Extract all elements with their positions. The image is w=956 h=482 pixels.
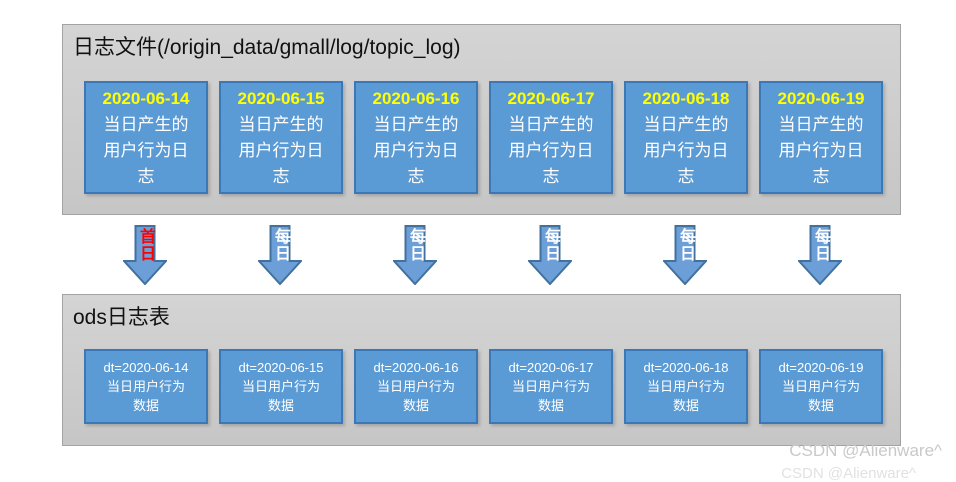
down-arrow-icon — [528, 225, 572, 285]
ods-partition-key: dt=2020-06-15 — [238, 360, 324, 375]
log-file-date: 2020-06-18 — [642, 89, 730, 108]
daily-arrow: 每日 — [393, 225, 437, 285]
ods-table-title: ods日志表 — [73, 306, 170, 329]
down-arrow-icon — [663, 225, 707, 285]
log-file-date: 2020-06-16 — [372, 89, 460, 108]
watermark: CSDN @Alienware^ — [789, 441, 942, 460]
ods-partition-description: 当日用户行为 数据 — [646, 379, 725, 413]
log-file-date: 2020-06-17 — [507, 89, 595, 108]
ods-partition-description: 当日用户行为 数据 — [511, 379, 590, 413]
log-files-title: 日志文件(/origin_data/gmall/log/topic_log) — [73, 36, 461, 59]
daily-arrow: 每日 — [798, 225, 842, 285]
log-file-description: 当日产生的 用户行为日 志 — [643, 115, 729, 186]
ods-table-container: ods日志表 dt=2020-06-14 当日用户行为 数据 dt=2020-0… — [62, 294, 901, 446]
ods-partition-box-2020-06-16: dt=2020-06-16 当日用户行为 数据 — [354, 349, 478, 424]
log-file-box-2020-06-14: 2020-06-14 当日产生的 用户行为日 志 — [84, 81, 208, 194]
ods-partition-description: 当日用户行为 数据 — [241, 379, 320, 413]
ods-partition-box-2020-06-18: dt=2020-06-18 当日用户行为 数据 — [624, 349, 748, 424]
first-day-arrow: 首日 — [123, 225, 167, 285]
down-arrow-icon — [798, 225, 842, 285]
ods-partition-key: dt=2020-06-19 — [778, 360, 864, 375]
log-file-box-2020-06-17: 2020-06-17 当日产生的 用户行为日 志 — [489, 81, 613, 194]
log-file-description: 当日产生的 用户行为日 志 — [373, 115, 459, 186]
log-file-description: 当日产生的 用户行为日 志 — [778, 115, 864, 186]
ods-partition-key: dt=2020-06-16 — [373, 360, 459, 375]
down-arrow-icon — [123, 225, 167, 285]
daily-arrow: 每日 — [258, 225, 302, 285]
log-files-container: 日志文件(/origin_data/gmall/log/topic_log) 2… — [62, 24, 901, 215]
log-file-description: 当日产生的 用户行为日 志 — [238, 115, 324, 186]
log-file-box-2020-06-16: 2020-06-16 当日产生的 用户行为日 志 — [354, 81, 478, 194]
log-file-date: 2020-06-19 — [777, 89, 865, 108]
ods-partition-box-2020-06-17: dt=2020-06-17 当日用户行为 数据 — [489, 349, 613, 424]
down-arrow-icon — [258, 225, 302, 285]
daily-arrow: 每日 — [528, 225, 572, 285]
log-file-box-2020-06-15: 2020-06-15 当日产生的 用户行为日 志 — [219, 81, 343, 194]
daily-arrow: 每日 — [663, 225, 707, 285]
watermark-partial: CSDN @Alienware^ — [781, 465, 916, 482]
ods-partition-key: dt=2020-06-14 — [103, 360, 189, 375]
log-file-box-2020-06-18: 2020-06-18 当日产生的 用户行为日 志 — [624, 81, 748, 194]
ods-partition-description: 当日用户行为 数据 — [376, 379, 455, 413]
ods-partition-description: 当日用户行为 数据 — [781, 379, 860, 413]
ods-partition-key: dt=2020-06-18 — [643, 360, 729, 375]
ods-partition-description: 当日用户行为 数据 — [106, 379, 185, 413]
log-file-date: 2020-06-15 — [237, 89, 325, 108]
log-file-description: 当日产生的 用户行为日 志 — [103, 115, 189, 186]
ods-partition-box-2020-06-15: dt=2020-06-15 当日用户行为 数据 — [219, 349, 343, 424]
down-arrow-icon — [393, 225, 437, 285]
ods-partition-box-2020-06-19: dt=2020-06-19 当日用户行为 数据 — [759, 349, 883, 424]
log-file-description: 当日产生的 用户行为日 志 — [508, 115, 594, 186]
log-file-box-2020-06-19: 2020-06-19 当日产生的 用户行为日 志 — [759, 81, 883, 194]
ods-partition-key: dt=2020-06-17 — [508, 360, 594, 375]
ods-partition-box-2020-06-14: dt=2020-06-14 当日用户行为 数据 — [84, 349, 208, 424]
log-file-date: 2020-06-14 — [102, 89, 190, 108]
